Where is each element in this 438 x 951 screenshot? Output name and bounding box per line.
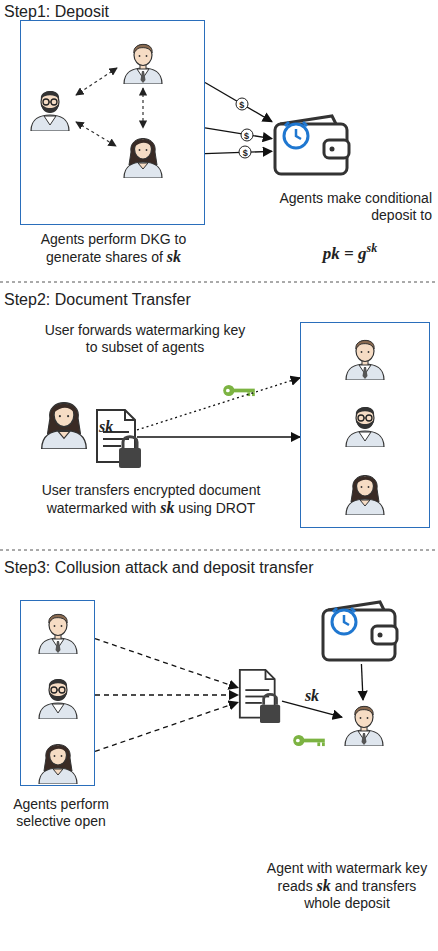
agent-figure [346, 476, 384, 516]
agent-figure [124, 139, 162, 179]
key-symbol: sk [305, 687, 319, 704]
node-text: Agent with watermark key reads sk and tr… [262, 860, 432, 912]
node-text: Agents make conditional deposit to [244, 190, 432, 224]
step-heading: Step3: Collusion attack and deposit tran… [4, 558, 424, 577]
dkg-link [76, 122, 116, 146]
deposit-coin: $ [239, 146, 252, 159]
document-icon [240, 670, 280, 723]
agent-node: Agent with watermark key reads sk and tr… [342, 700, 386, 746]
key-symbol: sk [317, 877, 331, 894]
note-text: User transfers encrypted document waterm… [6, 482, 296, 517]
flow-arrow [137, 436, 300, 437]
agent-figure [345, 706, 383, 746]
flow-arrow [95, 702, 238, 751]
key-symbol: sk [99, 418, 113, 435]
flow-arrow [95, 694, 238, 695]
document-icon [97, 410, 141, 468]
agent-figure [39, 679, 77, 719]
deposit-coin: $ [240, 128, 253, 141]
user-figure [42, 403, 87, 449]
key-symbol: sk [167, 248, 181, 265]
wallet-node [320, 598, 400, 664]
node-text: Agents perform DKG to generate shares of… [31, 231, 196, 266]
agent-figure [31, 91, 69, 131]
agent-figure [39, 745, 77, 785]
node-text: Agents perform selective open [5, 796, 117, 830]
step-heading: Step2: Document Transfer [4, 290, 304, 309]
flow-arrow [361, 664, 363, 700]
flow-arrow [205, 82, 272, 121]
key-icon [293, 735, 325, 746]
step-separator [0, 550, 438, 551]
document-node: sk [95, 408, 137, 463]
flow-arrow [137, 378, 300, 430]
formula-exponent: sk [367, 241, 378, 255]
key-icon [223, 385, 255, 396]
step-separator [0, 282, 438, 283]
document-node [238, 668, 282, 725]
agent-figure [346, 340, 384, 380]
key-symbol: sk [160, 499, 174, 516]
note-text: User forwards watermarking key to subset… [38, 322, 252, 356]
agent-figure [346, 407, 384, 447]
node-text: sk [99, 418, 129, 436]
step-heading: Step1: Deposit [4, 2, 304, 21]
agent-group-box: Agents perform selective open [20, 600, 95, 786]
flow-arrow [95, 639, 238, 688]
agent-figure [124, 44, 162, 84]
dkg-link [142, 88, 143, 128]
formula: pk = gsk [323, 244, 377, 263]
wallet-icon [323, 602, 397, 660]
wallet-node: Agents make conditional deposit topk = g… [272, 112, 352, 178]
node-text: pk = gsk [290, 240, 410, 263]
flow-arrow [205, 128, 272, 139]
dkg-link [76, 68, 117, 95]
agent-group-box [300, 322, 430, 528]
deposit-coin: $ [235, 97, 248, 110]
wallet-icon [275, 116, 349, 174]
agent-figure [39, 614, 77, 654]
agent-group-box: Agents perform DKG to generate shares of… [20, 20, 205, 225]
edge-label: sk [303, 687, 321, 705]
